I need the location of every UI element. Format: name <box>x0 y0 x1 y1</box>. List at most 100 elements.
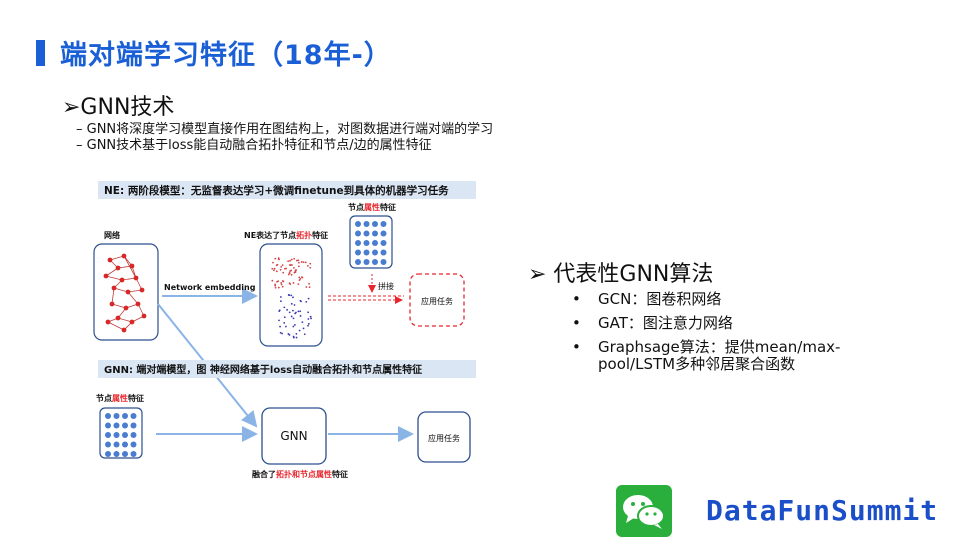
embedding-point <box>296 259 298 262</box>
graph-edge <box>113 287 129 293</box>
embedding-point <box>292 317 295 320</box>
embedding-point <box>279 325 281 328</box>
embedding-point <box>273 269 275 272</box>
gnn-box-label: GNN <box>280 429 307 443</box>
graph-node <box>121 253 127 259</box>
embedding-point <box>307 311 310 314</box>
embedding-point <box>273 267 276 270</box>
embedding-point <box>290 269 293 272</box>
attr-dot <box>363 230 370 237</box>
embedding-point <box>289 259 291 262</box>
embedding-point <box>292 267 295 269</box>
attr-dot <box>372 259 378 265</box>
embedding-point <box>304 261 307 264</box>
embedding-point <box>298 329 301 332</box>
attr-dot <box>130 441 137 448</box>
embedding-point <box>290 294 293 297</box>
graph-edge <box>105 275 123 281</box>
embedding-point <box>306 265 309 267</box>
algo-item-gat: •GAT：图注意力网络 <box>572 312 733 333</box>
embedding-point <box>279 300 282 303</box>
embedding-point <box>279 296 282 298</box>
embedding-point <box>286 308 289 311</box>
graph-node <box>115 265 121 271</box>
graph-node <box>105 319 111 325</box>
embedding-point <box>307 297 310 300</box>
attr-dot <box>122 432 128 438</box>
attr-dot <box>372 240 378 246</box>
node-attr-box-top <box>349 215 393 269</box>
app-task-box-ne <box>409 273 465 327</box>
embedding-point <box>297 259 300 262</box>
graph-node <box>133 275 139 281</box>
graph-node <box>115 315 121 321</box>
attr-dot <box>113 432 120 438</box>
graph-node <box>123 305 129 311</box>
graph-edge <box>105 267 119 277</box>
attr-dot <box>355 221 361 227</box>
attr-dot <box>122 441 128 448</box>
graph-node <box>119 277 125 283</box>
sub-bullet-2: – GNN技术基于loss能自动融合拓扑特征和节点/边的属性特征 <box>76 138 432 153</box>
attr-dot <box>122 451 128 457</box>
embedding-point <box>310 317 312 320</box>
embedding-point <box>299 310 302 313</box>
embedding-point <box>278 319 280 322</box>
embedding-point <box>293 257 296 260</box>
embedding-point <box>295 336 298 339</box>
embedding-point <box>305 286 308 288</box>
embedding-point <box>281 332 283 335</box>
embedding-point <box>290 273 293 276</box>
embedding-point <box>309 315 312 318</box>
embedding-point <box>309 262 312 265</box>
embedding-point <box>289 264 292 266</box>
embedding-point <box>288 271 291 274</box>
title-accent-bar <box>36 40 45 66</box>
embedding-point <box>299 278 302 280</box>
ne-expr-label: NE表达了节点拓扑特征 <box>244 230 328 240</box>
embedding-point <box>282 271 285 274</box>
graph-node <box>103 273 109 279</box>
graph-node <box>107 257 113 263</box>
embedding-point <box>295 332 298 335</box>
gnn-box <box>261 407 327 465</box>
graph-edge <box>111 287 115 305</box>
bullet-dot: • <box>572 290 581 308</box>
ne-vs-gnn-figure: NE: 两阶段模型：无监督表达学习+微调finetune到具体的机器学习任务 节… <box>88 172 496 490</box>
attr-dot <box>130 413 137 419</box>
attr-dot <box>105 422 111 429</box>
embedding-point <box>274 283 277 286</box>
embedding-point <box>283 316 286 319</box>
attr-dot <box>355 240 361 246</box>
graph-edge <box>127 291 139 305</box>
bullet-dot: • <box>572 314 581 332</box>
gnn-header-strip <box>98 360 476 378</box>
attr-dot <box>363 259 370 265</box>
attr-dot <box>355 259 361 265</box>
algo-item-graphsage-continuation: pool/LSTM多种邻居聚合函数 <box>598 355 796 373</box>
node-attr-dots-bottom <box>105 413 137 457</box>
embedding-point <box>298 276 301 279</box>
embedding-point <box>292 282 295 284</box>
embedding-point <box>290 302 293 305</box>
graph-node <box>129 263 135 269</box>
embedding-point <box>283 322 286 324</box>
algo-item-gcn: •GCN：图卷积网络 <box>572 288 721 309</box>
attr-dot <box>130 432 137 438</box>
attr-dot <box>363 249 370 256</box>
graph-edge <box>107 321 125 331</box>
embedding-point <box>287 333 290 335</box>
attr-dot <box>380 259 387 265</box>
attr-dot <box>122 413 128 419</box>
embedding-point <box>285 325 287 328</box>
embedding-point <box>300 261 303 263</box>
embedding-point <box>274 257 277 260</box>
embedding-point <box>305 300 308 303</box>
app-task-label-ne: 应用任务 <box>421 296 453 306</box>
app-task-label-gnn: 应用任务 <box>428 433 460 443</box>
embedding-point <box>294 324 296 326</box>
embedding-point <box>287 260 290 263</box>
embedding-point <box>299 315 302 317</box>
ne-arrow-label: Network embedding <box>164 283 256 292</box>
graph-node <box>125 289 131 295</box>
